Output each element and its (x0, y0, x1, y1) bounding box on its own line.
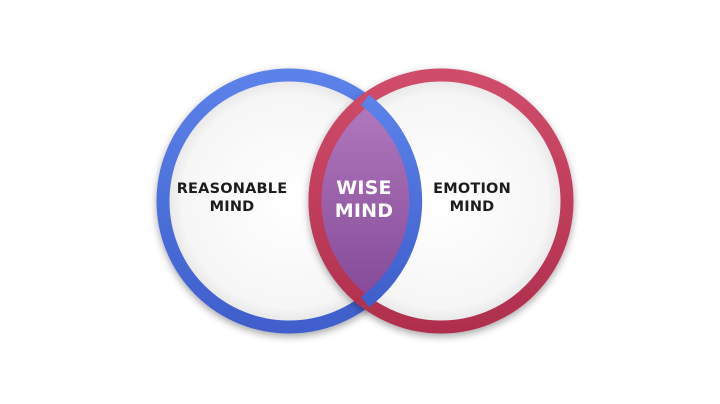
wise-mind-line2: MIND (334, 199, 394, 222)
reasonable-mind-label: REASONABLE MIND (162, 180, 302, 216)
left-ring-overlay (361, 94, 423, 308)
wise-mind-label: WISE MIND (314, 177, 414, 223)
wise-mind-intersection (315, 75, 415, 327)
right-ring-overlay (308, 75, 415, 327)
reasonable-mind-line1: REASONABLE (176, 181, 288, 197)
emotion-mind-label: EMOTION MIND (412, 180, 532, 216)
wise-mind-line1: WISE (336, 177, 392, 199)
emotion-mind-line2: MIND (449, 199, 495, 216)
emotion-mind-line1: EMOTION (433, 181, 511, 197)
reasonable-mind-line2: MIND (209, 199, 255, 216)
